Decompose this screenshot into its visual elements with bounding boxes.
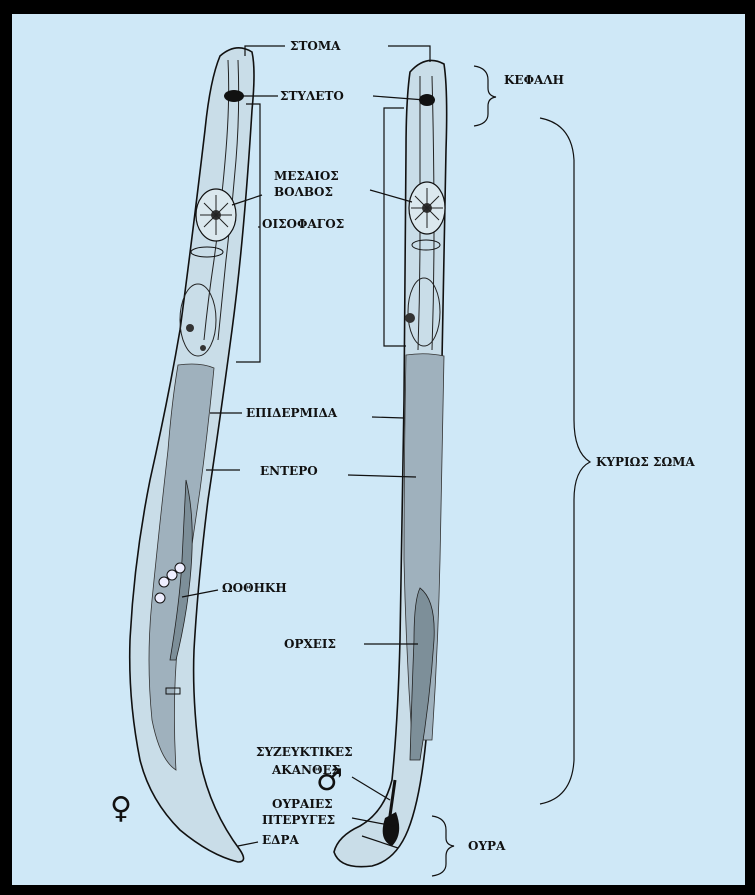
label-oisofagos: ΟΙΣΟΦΑΓΟΣ [262, 217, 344, 231]
label-pteryges: ΠΤΕΡΥΓΕΣ [262, 813, 335, 827]
label-oothiki: ΩΟΘΗΚΗ [222, 581, 287, 595]
female-worm [130, 48, 254, 862]
label-stoma: ΣΤΟΜΑ [290, 39, 341, 53]
label-entero: ΕΝΤΕΡΟ [260, 464, 318, 478]
label-edra: ΕΔΡΑ [262, 833, 299, 847]
labels: ΣΤΟΜΑ ΣΤΥΛΕΤΟ ΚΕΦΑΛΗ ΜΕΣΑΙΟΣ ΒΟΛΒΟΣ ΟΙΣΟ… [222, 39, 695, 853]
label-oura: ΟΥΡΑ [468, 839, 506, 853]
female-symbol-icon: ♀ [110, 791, 132, 826]
label-epidermida: ΕΠΙΔΕΡΜΙΔΑ [246, 406, 338, 420]
label-kefali: ΚΕΦΑΛΗ [504, 73, 564, 87]
label-syzeyktikes: ΣΥΖΕΥΚΤΙΚΕΣ [256, 745, 353, 759]
male-symbol-icon: ♂ [316, 763, 343, 798]
label-volvos: ΒΟΛΒΟΣ [274, 185, 333, 199]
label-mesaios: ΜΕΣΑΙΟΣ [274, 169, 339, 183]
label-kyrios-soma: ΚΥΡΙΩΣ ΣΩΜΑ [596, 455, 695, 469]
label-ouraies: ΟΥΡΑΙΕΣ [272, 797, 333, 811]
label-orxeis: ΟΡΧΕΙΣ [284, 637, 336, 651]
label-styleto: ΣΤΥΛΕΤΟ [280, 89, 344, 103]
